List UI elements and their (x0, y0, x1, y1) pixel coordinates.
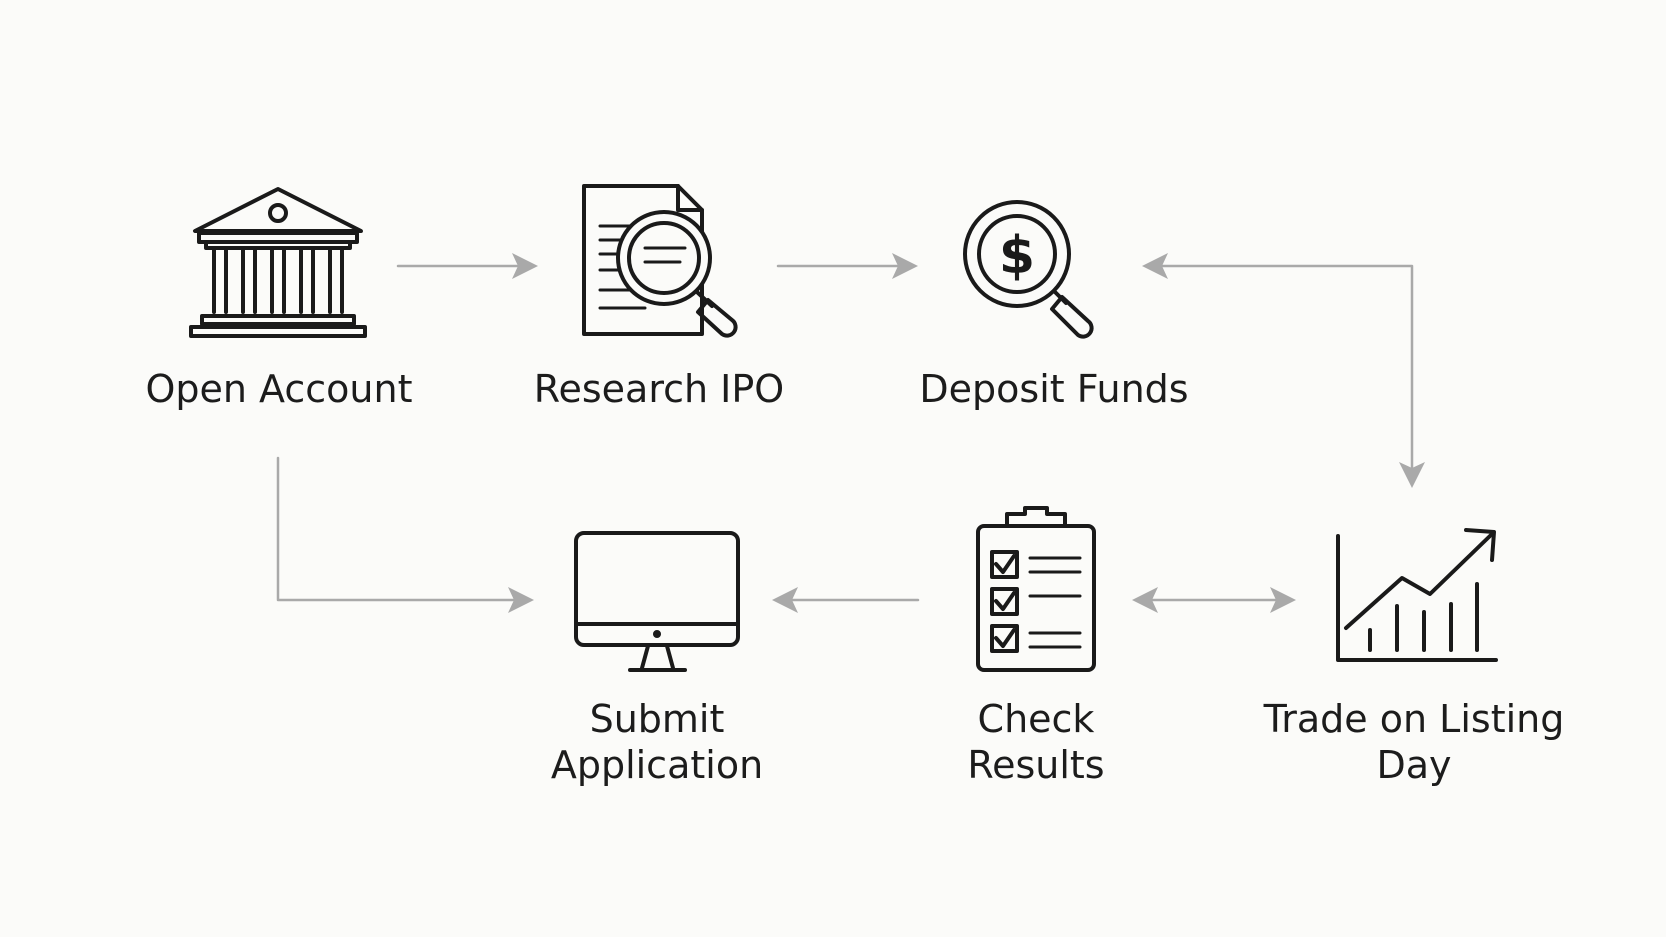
dollar-magnifier-icon: $ (963, 200, 1094, 339)
step-label: Research IPO (534, 367, 784, 411)
step-label-line-1: Trade on Listing (1263, 697, 1565, 741)
connector-deposit-funds-to-trade-listing-day (1142, 253, 1425, 488)
step-label-line-1: Check (978, 697, 1095, 741)
step-open-account: Open Account (145, 187, 413, 411)
bank-icon (189, 187, 367, 338)
step-trade-listing-day: Trade on Listing Day (1263, 528, 1565, 787)
connector-research-ipo-to-deposit-funds (776, 253, 918, 279)
step-submit-application: Submit Application (551, 531, 763, 787)
checklist-clipboard-icon (976, 506, 1096, 672)
document-magnifier-icon (582, 184, 738, 338)
connector-check-results-to-trade-listing-day (1132, 587, 1296, 613)
step-label-line-2: Results (967, 743, 1104, 787)
monitor-icon (574, 531, 740, 672)
step-check-results: Check Results (967, 506, 1105, 787)
step-label: Deposit Funds (919, 367, 1188, 411)
connector-open-account-to-research-ipo (396, 253, 538, 279)
svg-text:$: $ (999, 226, 1035, 286)
step-deposit-funds: $ Deposit Funds (919, 200, 1189, 411)
step-label-line-2: Day (1376, 743, 1451, 787)
step-label: Open Account (145, 367, 412, 411)
connector-open-account-to-submit-application (276, 456, 534, 613)
step-label-line-1: Submit (590, 697, 725, 741)
step-research-ipo: Research IPO (534, 184, 784, 411)
step-label-line-2: Application (551, 743, 763, 787)
connector-check-results-to-submit-application (772, 587, 920, 613)
rising-chart-icon (1336, 528, 1498, 662)
